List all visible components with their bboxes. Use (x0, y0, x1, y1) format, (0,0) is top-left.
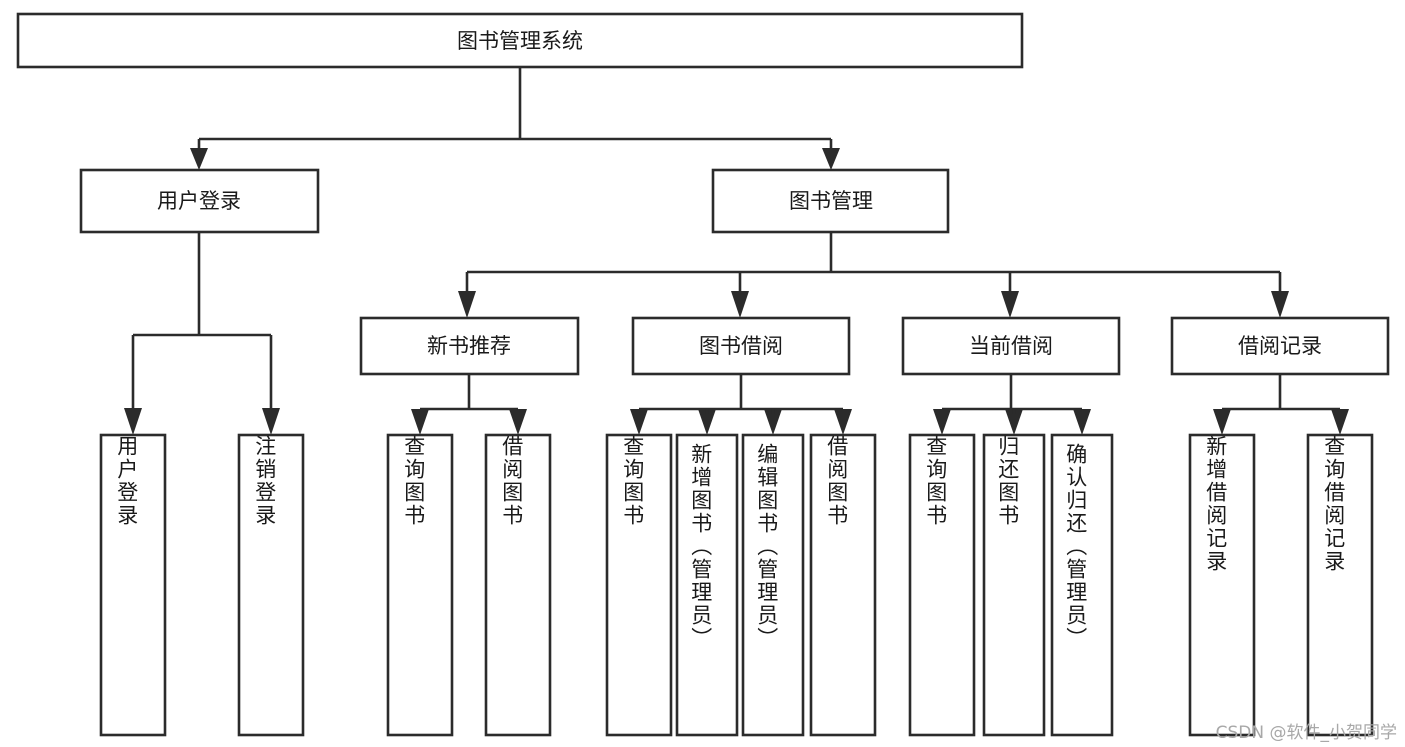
node-current-borrow[interactable]: 当前借阅 (901, 316, 1121, 376)
node-user-login[interactable]: 用户登录 (79, 168, 320, 234)
arrow-root-to-user-login (190, 148, 208, 170)
leaf-query-book-current-box[interactable] (908, 433, 976, 737)
arrow-cb-to-confirm-return (1073, 409, 1091, 435)
arrow-bm-to-current-borrow (1001, 291, 1019, 318)
arrow-br-to-query-record (1331, 409, 1349, 435)
leaf-query-book-borrow-box[interactable] (605, 433, 673, 737)
arrow-cb-to-query-book (933, 409, 951, 435)
node-book-borrow[interactable]: 图书借阅 (631, 316, 851, 376)
leaf-borrow-book-rec-box[interactable] (484, 433, 552, 737)
node-root-label: 图书管理系统 (457, 29, 583, 53)
node-borrow-record[interactable]: 借阅记录 (1170, 316, 1390, 376)
node-user-login-box[interactable] (79, 168, 320, 234)
node-root-box[interactable] (16, 12, 1024, 69)
arrow-bm-to-book-borrow (731, 291, 749, 318)
csdn-watermark: CSDN @软件_小贺同学 (1215, 723, 1397, 743)
node-book-management[interactable]: 图书管理 (711, 168, 950, 234)
node-new-book-recommend[interactable]: 新书推荐 (359, 316, 580, 376)
node-root[interactable]: 图书管理系统 (16, 12, 1024, 69)
node-book-management-label: 图书管理 (789, 189, 873, 213)
node-borrow-record-box[interactable] (1170, 316, 1390, 376)
arrow-bm-to-borrow-record (1271, 291, 1289, 318)
arrow-bb-to-borrow-book (834, 409, 852, 435)
node-borrow-record-label: 借阅记录 (1238, 334, 1322, 358)
arrow-root-to-book-management (822, 148, 840, 170)
connector-group-user-login-to-leaves (124, 232, 280, 435)
arrow-user-login-to-leaf-user-login (124, 408, 142, 435)
arrow-bb-to-edit-book (764, 409, 782, 435)
leaf-return-book-box[interactable] (982, 433, 1046, 737)
arrow-user-login-to-leaf-user-logout (262, 408, 280, 435)
node-book-borrow-box[interactable] (631, 316, 851, 376)
arrow-bm-to-new-book-recommend (458, 291, 476, 318)
connector-group-root-to-level2 (190, 67, 840, 170)
arrow-bb-to-add-book (698, 409, 716, 435)
arrow-bb-to-query-book (630, 409, 648, 435)
connector-group-current-borrow-to-leaves (933, 374, 1091, 435)
arrow-nbr-to-borrow-book (509, 409, 527, 435)
connector-group-borrow-record-to-leaves (1213, 374, 1349, 435)
connector-group-book-borrow-to-leaves (630, 374, 852, 435)
node-current-borrow-label: 当前借阅 (969, 334, 1053, 358)
leaf-query-borrow-record-box[interactable] (1306, 433, 1374, 737)
leaf-borrow-book-box[interactable] (809, 433, 877, 737)
node-book-management-box[interactable] (711, 168, 950, 234)
connector-group-new-book-recommend-to-leaves (411, 374, 527, 435)
leaf-edit-book-admin-box[interactable] (741, 433, 805, 737)
node-new-book-recommend-box[interactable] (359, 316, 580, 376)
leaf-add-borrow-record-box[interactable] (1188, 433, 1256, 737)
leaf-confirm-return-admin-box[interactable] (1050, 433, 1114, 737)
arrow-br-to-add-record (1213, 409, 1231, 435)
leaf-add-book-admin-box[interactable] (675, 433, 739, 737)
leaf-user-login-box[interactable] (99, 433, 167, 737)
arrow-cb-to-return-book (1005, 409, 1023, 435)
node-user-login-label: 用户登录 (157, 189, 241, 213)
arrow-nbr-to-query-book (411, 409, 429, 435)
node-book-borrow-label: 图书借阅 (699, 334, 783, 358)
leaf-query-book-rec-box[interactable] (386, 433, 454, 737)
node-new-book-recommend-label: 新书推荐 (427, 334, 511, 358)
connector-group-book-management-to-level3 (458, 232, 1289, 318)
leaf-user-logout-box[interactable] (237, 433, 305, 737)
leaf-boxes (99, 433, 1374, 737)
node-current-borrow-box[interactable] (901, 316, 1121, 376)
